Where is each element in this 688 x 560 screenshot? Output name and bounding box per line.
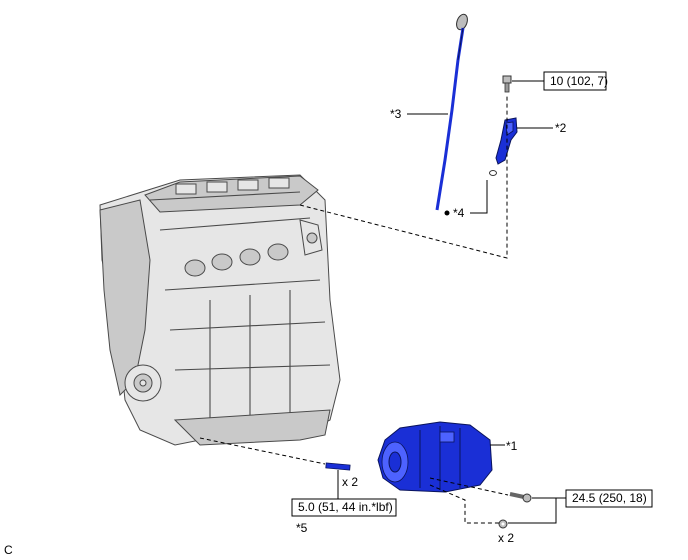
dipstick-path-dashed: [299, 95, 508, 259]
callout-part2: *2: [555, 121, 567, 135]
compressor-bolt: [509, 492, 532, 503]
callout-part4: *4: [453, 206, 465, 220]
top-bolt: [502, 75, 512, 93]
oil-level-gauge: [435, 13, 468, 211]
compressor-nut-dashed: [429, 484, 500, 524]
compressor-nut: [498, 519, 508, 529]
torque-box-compressor: [565, 489, 653, 508]
torque-box-stud: [291, 498, 397, 517]
callout-part5: *5: [296, 521, 308, 535]
stud-quantity: x 2: [342, 475, 358, 489]
o-ring: [489, 170, 497, 176]
leader-part4: [470, 180, 488, 214]
torque-compressor-text: 24.5 (250, 18): [572, 491, 647, 505]
stud-bolt: [325, 462, 351, 471]
compressor-illustration: [377, 421, 493, 493]
corner-code: C: [4, 543, 13, 557]
compressor-bolt-dashed: [429, 477, 509, 496]
torque-stud-text: 5.0 (51, 44 in.*lbf): [298, 500, 393, 514]
torque-box-top: [543, 71, 607, 91]
callout-part1: *1: [506, 439, 518, 453]
leader-comp-bolts: [508, 497, 566, 524]
new-part-dot: [444, 210, 450, 216]
bolt-quantity: x 2: [498, 531, 514, 545]
engine-block-illustration: [99, 174, 341, 446]
compressor-path-dashed: [199, 437, 326, 465]
callout-part3: *3: [390, 107, 402, 121]
torque-top-text: 10 (102, 7): [550, 74, 608, 88]
